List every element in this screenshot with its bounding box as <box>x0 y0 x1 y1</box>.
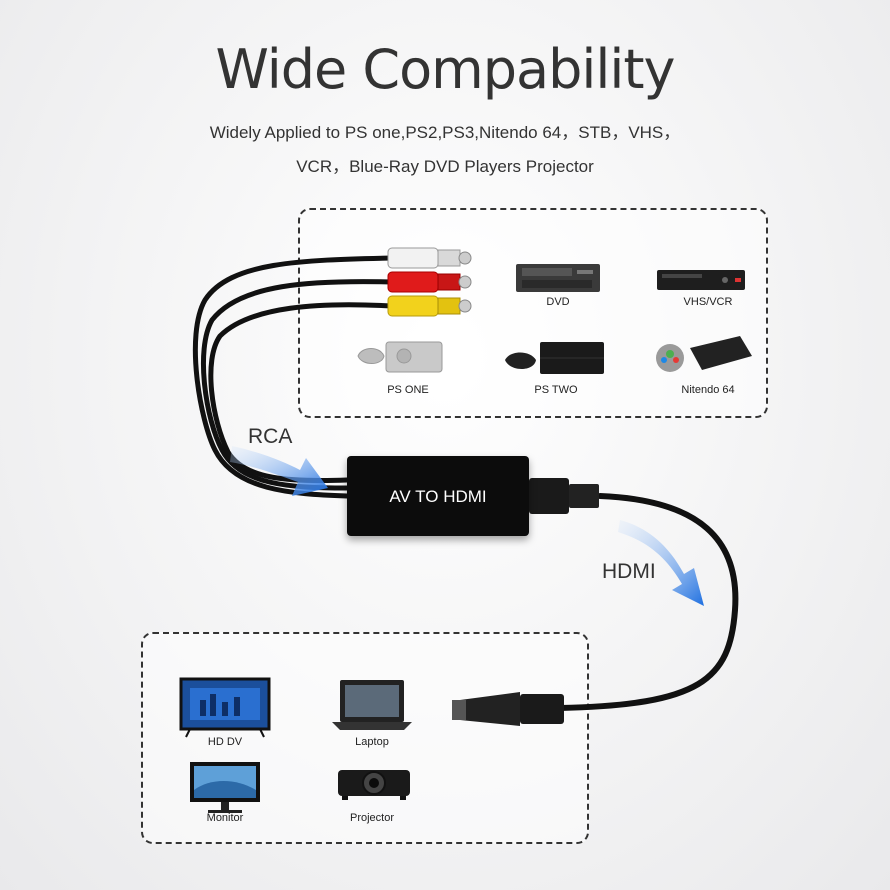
display-devices-panel <box>141 632 589 844</box>
display-label-monitor: Monitor <box>206 812 244 824</box>
rca-plug-red <box>387 271 472 293</box>
rca-plug-yellow <box>387 295 472 317</box>
source-devices-panel <box>298 208 768 418</box>
hdmi-plug-converter <box>529 478 599 514</box>
projector-icon <box>338 770 410 800</box>
source-label-dvd: DVD <box>546 296 570 308</box>
rca-label: RCA <box>248 425 293 448</box>
source-label-ps-two: PS TWO <box>534 384 578 396</box>
display-label-hd-dv: HD DV <box>207 736 243 748</box>
subtitle-line-1: Widely Applied to PS one,PS2,PS3,Nitendo… <box>209 123 681 142</box>
display-label-laptop: Laptop <box>355 736 389 748</box>
ps-two-icon <box>505 342 604 374</box>
av-to-hdmi-converter: AV TO HDMI <box>347 456 529 536</box>
rca-plug-white <box>387 247 472 269</box>
source-label-nintendo-64: Nitendo 64 <box>681 384 735 396</box>
monitor-icon <box>190 762 260 813</box>
hd-tv-icon <box>179 677 271 738</box>
rca-arrow <box>230 446 328 496</box>
hdmi-arrow <box>618 520 704 606</box>
page-title: Wide Compability <box>215 38 675 101</box>
hdmi-plug-end <box>452 692 564 726</box>
source-label-vhs-vcr: VHS/VCR <box>683 296 733 308</box>
hdmi-label: HDMI <box>602 560 656 583</box>
vhs-vcr-icon <box>657 270 745 290</box>
display-label-projector: Projector <box>349 812 395 824</box>
source-label-ps-one: PS ONE <box>387 384 429 396</box>
rca-cable <box>192 255 395 499</box>
converter-label: AV TO HDMI <box>389 487 487 506</box>
ps-one-icon <box>357 341 443 373</box>
dvd-player-icon <box>516 264 600 292</box>
laptop-icon <box>332 680 412 730</box>
hdmi-cable <box>557 493 739 711</box>
nintendo-64-icon <box>656 336 752 372</box>
subtitle-line-2: VCR，Blue-Ray DVD Players Projector <box>296 157 594 176</box>
